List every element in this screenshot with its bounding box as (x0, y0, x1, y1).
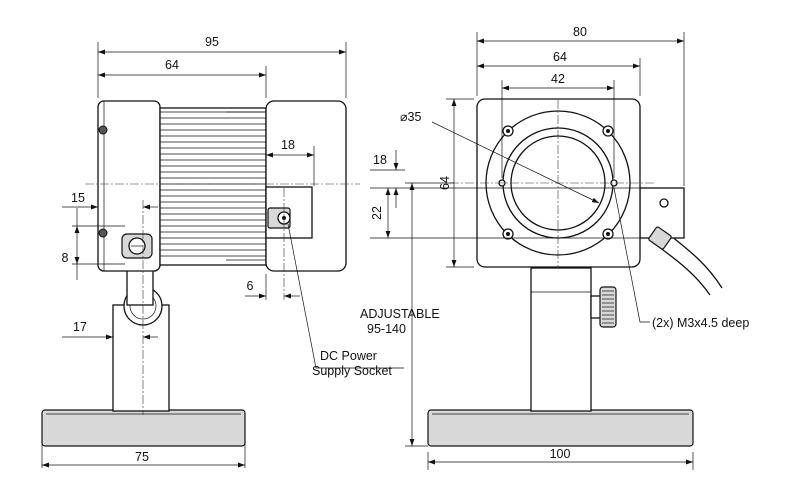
dim-hole-spacing: 42 (551, 72, 565, 86)
dim-socket-depth: 6 (247, 279, 254, 293)
heat-sink (159, 107, 267, 266)
dim-front-overall-width: 80 (573, 25, 587, 39)
label-dc-power: DC Power (320, 349, 377, 363)
housing-front-cap (97, 100, 161, 272)
dim-front-base-width: 100 (550, 447, 571, 461)
dim-aperture-diameter: ⌀35 (400, 110, 421, 124)
front-base (427, 409, 694, 447)
label-height-range: 95-140 (367, 322, 406, 336)
dim-body-length: 64 (165, 58, 179, 72)
dim-pillar-offset: 17 (73, 320, 87, 334)
dim-side-base-width: 75 (135, 450, 149, 464)
front-pillar (530, 267, 592, 412)
dim-front-body-height: 64 (438, 176, 452, 190)
label-holes-note: (2x) M3x4.5 deep (652, 316, 749, 330)
front-view: 80 64 42 ⌀35 64 18 22 100 ADJUSTABLE 95-… (360, 25, 749, 470)
label-adjustable: ADJUSTABLE (360, 307, 440, 321)
dc-socket (267, 207, 291, 229)
front-knob (590, 286, 617, 328)
dim-socket-offset: 18 (281, 138, 295, 152)
label-supply-socket: Supply Socket (312, 364, 392, 378)
side-view: 95 64 18 15 8 17 6 75 DC Power Supply So… (41, 35, 404, 468)
dim-mount-offset: 15 (71, 191, 85, 205)
clamp-nut (121, 233, 153, 259)
side-base (41, 409, 246, 447)
dim-socket-vertical-offset: 18 (373, 153, 387, 167)
dim-front-body-width: 64 (553, 50, 567, 64)
dim-mount-height: 8 (62, 251, 69, 265)
dim-socket-height: 22 (370, 206, 384, 220)
dim-overall-length: 95 (205, 35, 219, 49)
